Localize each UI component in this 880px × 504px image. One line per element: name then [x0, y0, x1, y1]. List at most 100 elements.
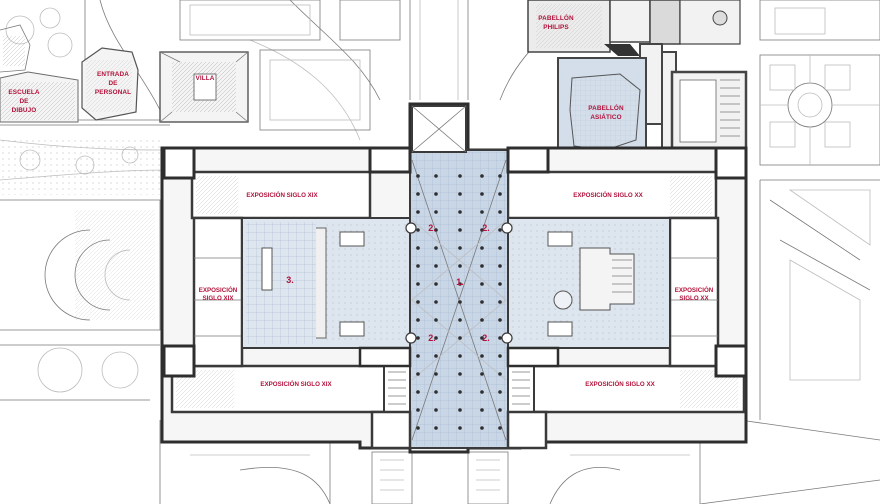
column-dot: [434, 210, 438, 214]
column-dot: [480, 354, 484, 358]
svg-text:EXPOSICIÓN: EXPOSICIÓN: [675, 286, 714, 294]
label-exp-xix-left-1: EXPOSICIÓN: [199, 286, 238, 294]
column-dot: [434, 300, 438, 304]
column-dot: [416, 282, 420, 286]
column-dot: [480, 264, 484, 268]
column-dot: [458, 390, 462, 394]
column-dot: [434, 390, 438, 394]
label-asiatico-2: ASIÁTICO: [590, 112, 621, 121]
column-dot: [416, 390, 420, 394]
label-exp-xx-right-2: SIGLO XX: [679, 295, 709, 302]
svg-text:PABELLÓN: PABELLÓN: [538, 13, 574, 22]
column-dot: [434, 282, 438, 286]
column-dot: [434, 372, 438, 376]
column-dot: [458, 282, 462, 286]
column-dot: [458, 192, 462, 196]
column-dot: [458, 174, 462, 178]
label-villa: VILLA: [196, 75, 215, 82]
column-dot: [498, 354, 502, 358]
villa-building: [159, 51, 249, 123]
column-dot: [416, 372, 420, 376]
column-dot: [458, 246, 462, 250]
svg-text:ASIÁTICO: ASIÁTICO: [590, 112, 621, 121]
column-dot: [434, 426, 438, 430]
column-dot: [458, 300, 462, 304]
column-dot: [434, 408, 438, 412]
column-dot: [416, 300, 420, 304]
column-dot: [434, 354, 438, 358]
column-dot: [498, 408, 502, 412]
label-exp-xx-top: EXPOSICIÓN SIGLO XX: [573, 191, 643, 199]
column-dot: [416, 264, 420, 268]
plan-labels: ESCUELA DE DIBUJO ENTRADA DE PERSONAL VI…: [8, 13, 713, 388]
column-dot: [416, 246, 420, 250]
column-dot: [498, 210, 502, 214]
marker-2-bottom-left: 2.: [428, 333, 436, 343]
hall-columns: [416, 174, 502, 430]
column-dot: [434, 264, 438, 268]
svg-text:DIBUJO: DIBUJO: [12, 107, 37, 114]
svg-text:ESCUELA: ESCUELA: [8, 89, 40, 96]
label-entrada-1: ENTRADA: [97, 71, 129, 78]
column-dot: [416, 408, 420, 412]
marker-1: 1.: [456, 277, 464, 287]
column-dot: [480, 408, 484, 412]
column-dot: [498, 192, 502, 196]
column-dot: [434, 336, 438, 340]
column-dot: [416, 210, 420, 214]
svg-text:ENTRADA: ENTRADA: [97, 71, 129, 78]
entrada-building: [81, 47, 139, 121]
svg-text:PHILIPS: PHILIPS: [543, 24, 569, 31]
label-philips-1: PABELLÓN: [538, 13, 574, 22]
label-escuela-1: ESCUELA: [8, 89, 40, 96]
column-dot: [434, 246, 438, 250]
column-dot: [416, 336, 420, 340]
label-exp-xx-bottom: EXPOSICIÓN SIGLO XX: [585, 380, 655, 388]
column-dot: [498, 300, 502, 304]
column-dot: [416, 192, 420, 196]
marker-3: 3.: [286, 275, 294, 285]
column-dot: [480, 282, 484, 286]
marker-2-bottom-right: 2.: [482, 333, 490, 343]
column-dot: [458, 228, 462, 232]
column-dot: [498, 282, 502, 286]
column-dot: [498, 372, 502, 376]
label-exp-xix-bottom: EXPOSICIÓN SIGLO XIX: [260, 380, 332, 388]
label-philips-2: PHILIPS: [543, 24, 569, 31]
label-asiatico-1: PABELLÓN: [588, 103, 624, 112]
column-dot: [480, 372, 484, 376]
svg-text:SIGLO XX: SIGLO XX: [679, 295, 709, 302]
column-dot: [434, 228, 438, 232]
column-dot: [458, 336, 462, 340]
column-dot: [480, 246, 484, 250]
svg-text:EXPOSICIÓN: EXPOSICIÓN: [199, 286, 238, 294]
column-dot: [480, 210, 484, 214]
column-dot: [498, 174, 502, 178]
column-dot: [458, 354, 462, 358]
label-exp-xix-top: EXPOSICIÓN SIGLO XIX: [246, 191, 318, 199]
label-escuela-2: DE: [19, 98, 29, 105]
svg-text:SIGLO XIX: SIGLO XIX: [203, 295, 235, 302]
column-dot: [480, 390, 484, 394]
asiatico-pavilion: [557, 57, 748, 167]
column-dot: [480, 192, 484, 196]
column-dot: [458, 210, 462, 214]
column-dot: [498, 228, 502, 232]
column-dot: [458, 318, 462, 322]
column-dot: [416, 228, 420, 232]
column-dot: [416, 318, 420, 322]
label-exp-xix-left-2: SIGLO XIX: [203, 295, 235, 302]
svg-text:DE: DE: [19, 98, 29, 105]
column-dot: [434, 192, 438, 196]
marker-2-top-left: 2.: [428, 223, 436, 233]
label-entrada-2: DE: [108, 80, 118, 87]
column-dot: [458, 408, 462, 412]
column-dot: [480, 300, 484, 304]
column-dot: [498, 336, 502, 340]
column-dot: [416, 174, 420, 178]
column-dot: [480, 318, 484, 322]
column-dot: [458, 372, 462, 376]
svg-text:DE: DE: [108, 80, 118, 87]
column-dot: [480, 426, 484, 430]
